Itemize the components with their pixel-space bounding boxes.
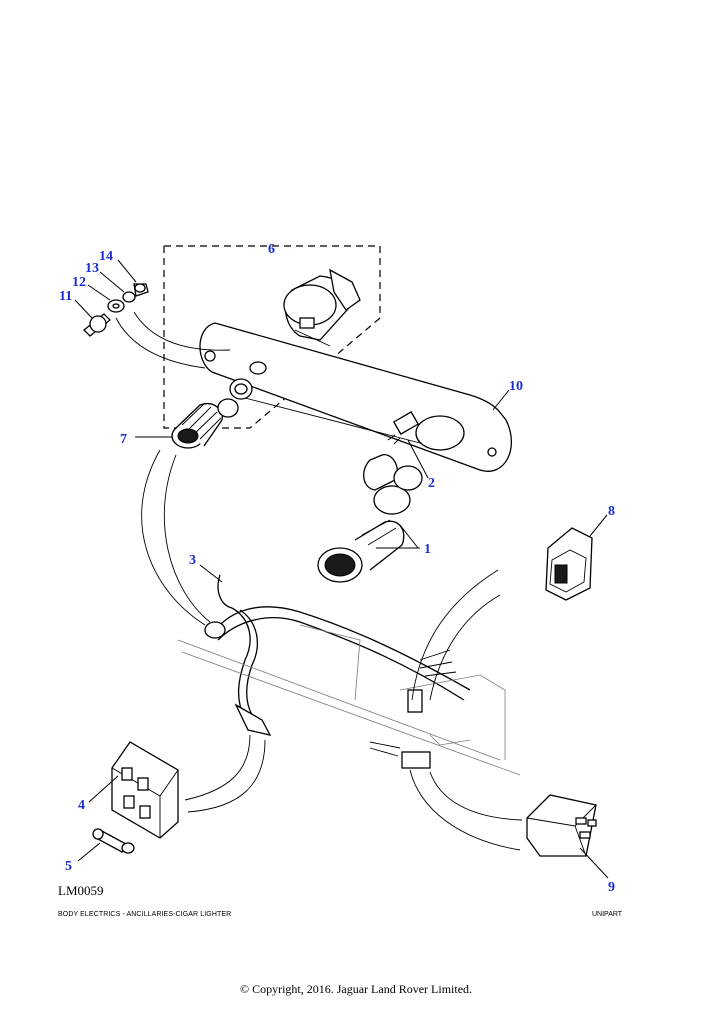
relay bbox=[526, 794, 597, 857]
footer-section-title: BODY ELECTRICS - ANCILLARIES-CIGAR LIGHT… bbox=[58, 911, 232, 918]
plate-washers bbox=[217, 378, 253, 418]
rocker-switch bbox=[545, 527, 593, 601]
callout-14: 14 bbox=[99, 249, 113, 264]
callout-13: 13 bbox=[85, 261, 99, 276]
callout-3: 3 bbox=[189, 553, 196, 568]
callout-9: 9 bbox=[608, 880, 615, 895]
lighter-socket-shell bbox=[171, 402, 223, 449]
callout-2: 2 bbox=[428, 476, 435, 491]
callouts: 1 2 3 4 5 6 7 8 9 10 11 12 13 14 bbox=[59, 242, 615, 895]
callout-4: 4 bbox=[78, 798, 85, 813]
callout-11: 11 bbox=[59, 289, 72, 304]
cigar-lighter bbox=[317, 454, 423, 583]
fixing-guide-lines bbox=[115, 311, 421, 444]
rotary-switch bbox=[283, 268, 361, 347]
callout-8: 8 bbox=[608, 504, 615, 519]
footer-brand: UNIPART bbox=[592, 911, 623, 918]
diagram-id-label: LM0059 bbox=[58, 883, 104, 898]
callout-1: 1 bbox=[424, 542, 431, 557]
vehicle-body-outline bbox=[177, 624, 521, 776]
callout-6: 6 bbox=[268, 242, 275, 257]
fuse bbox=[92, 828, 135, 854]
wiring-harness bbox=[204, 574, 471, 769]
fixing-hardware bbox=[83, 283, 149, 337]
callout-leaders bbox=[74, 259, 609, 879]
mounting-plate bbox=[199, 322, 512, 472]
copyright-notice: © Copyright, 2016. Jaguar Land Rover Lim… bbox=[239, 982, 473, 996]
callout-10: 10 bbox=[509, 379, 523, 394]
connection-curves bbox=[141, 449, 523, 851]
fuse-box bbox=[111, 741, 179, 839]
callout-12: 12 bbox=[72, 275, 86, 290]
callout-5: 5 bbox=[65, 859, 72, 874]
callout-7: 7 bbox=[120, 432, 127, 447]
